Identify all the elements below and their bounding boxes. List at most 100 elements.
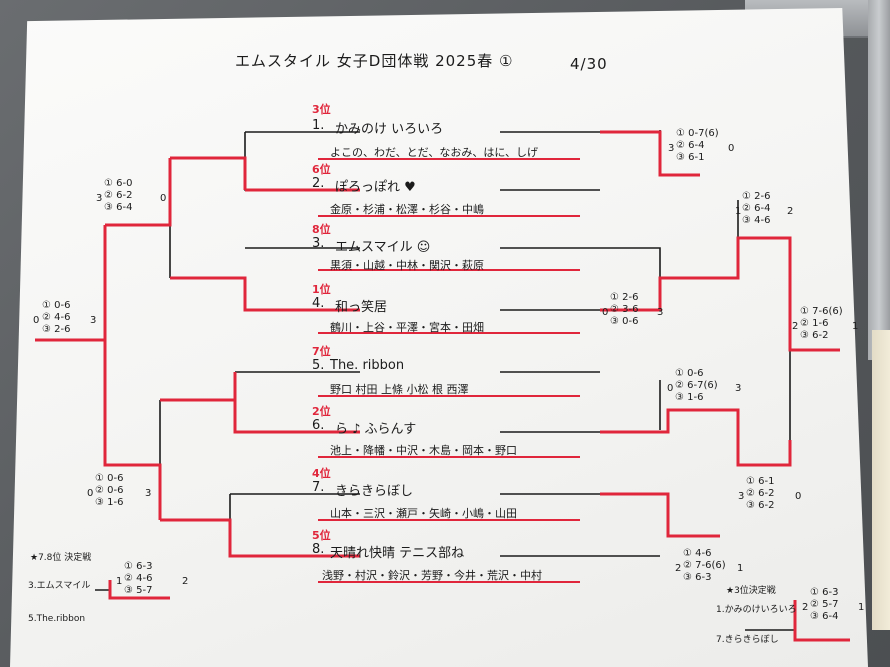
team7-members: 山本・三沢・瀬戸・矢崎・小嶋・山田 bbox=[330, 507, 517, 520]
team7-rank: 4位 bbox=[312, 467, 331, 480]
playoff78-left-pts: 1 bbox=[116, 576, 123, 587]
playoff34-set1: ① 6-3 bbox=[810, 587, 839, 598]
team4-members: 鶴川・上谷・平澤・宮本・田畑 bbox=[330, 321, 484, 334]
match9-left-pts: 2 bbox=[675, 563, 682, 574]
team8-no: 8. bbox=[312, 542, 325, 557]
match10-set1: ① 6-1 bbox=[746, 476, 775, 487]
team6-no: 6. bbox=[312, 418, 325, 433]
playoff78-heading: ★7.8位 決定戦 bbox=[30, 553, 92, 563]
metal-frame-post bbox=[868, 0, 890, 360]
match8-right-pts: 3 bbox=[145, 488, 152, 499]
team1-name: かみのけ いろいろ bbox=[335, 122, 444, 137]
match5-left-pts: 1 bbox=[735, 206, 742, 217]
match4-set3: ③ 2-6 bbox=[42, 324, 71, 335]
match6-set1: ① 0-6 bbox=[675, 368, 704, 379]
match8-left-pts: 0 bbox=[87, 488, 94, 499]
playoff78-right-pts: 2 bbox=[182, 576, 189, 587]
playoff78-top-team: 3.エムスマイル bbox=[28, 581, 91, 591]
team7-name: きらきらぼし bbox=[335, 484, 414, 499]
playoff34-heading: ★3位決定戦 bbox=[726, 586, 776, 596]
team6-rank: 2位 bbox=[312, 405, 331, 418]
bracket-paper-sheet bbox=[10, 8, 868, 667]
date-label: 4/30 bbox=[570, 55, 608, 73]
team6-members: 池上・降幡・中沢・木島・岡本・野口 bbox=[330, 444, 517, 457]
team7-no: 7. bbox=[312, 480, 325, 495]
team1-no: 1. bbox=[312, 118, 325, 133]
match4-set1: ① 0-6 bbox=[42, 300, 71, 311]
match10-set2: ② 6-2 bbox=[746, 488, 775, 499]
match9-set3: ③ 6-3 bbox=[683, 572, 712, 583]
match5-set3: ③ 4-6 bbox=[742, 215, 771, 226]
match2-set1: ① 6-0 bbox=[104, 178, 133, 189]
hl-3rd bbox=[793, 600, 850, 642]
hl-team4-r1 bbox=[170, 276, 360, 312]
playoff34-set3: ③ 6-4 bbox=[810, 611, 839, 622]
member-underlines bbox=[318, 158, 580, 583]
match7-right-pts: 1 bbox=[852, 321, 859, 332]
match6-right-pts: 3 bbox=[735, 383, 742, 394]
playoff34-right-pts: 1 bbox=[858, 602, 865, 613]
match4-right-pts: 3 bbox=[90, 315, 97, 326]
match5-set1: ① 2-6 bbox=[742, 191, 771, 202]
match3-set3: ③ 0-6 bbox=[610, 316, 639, 327]
team2-no: 2. bbox=[312, 176, 325, 191]
match2-set2: ② 6-2 bbox=[104, 190, 133, 201]
match5-right-pts: 2 bbox=[787, 206, 794, 217]
page-title: エムスタイル 女子D団体戦 2025春 ① bbox=[235, 52, 514, 70]
match6-set2: ② 6-7(6) bbox=[675, 380, 718, 391]
match2-set3: ③ 6-4 bbox=[104, 202, 133, 213]
match1-set2: ② 6-4 bbox=[676, 140, 705, 151]
match3-left-pts: 0 bbox=[602, 307, 609, 318]
team3-no: 3. bbox=[312, 236, 325, 251]
hl-team2-r1 bbox=[170, 156, 360, 192]
hl-right-7 bbox=[600, 492, 720, 538]
match3-set1: ① 2-6 bbox=[610, 292, 639, 303]
side-object bbox=[872, 330, 890, 630]
team8-rank: 5位 bbox=[312, 529, 331, 542]
playoff34-bottom-team: 7.きらきらぼし bbox=[716, 635, 779, 645]
team8-name: 天晴れ快晴 テニス部ね bbox=[330, 546, 465, 561]
hl-right-4 bbox=[600, 236, 840, 352]
hl-team6-r1 bbox=[233, 400, 360, 434]
match4-left-pts: 0 bbox=[33, 315, 40, 326]
team6-name: ら ♪ ふらんす bbox=[335, 422, 417, 437]
bracket-winner-highlights bbox=[35, 130, 850, 642]
match9-right-pts: 1 bbox=[737, 563, 744, 574]
team1-rank: 3位 bbox=[312, 103, 331, 116]
match3-set2: ② 3-6 bbox=[610, 304, 639, 315]
team5-name: The. ribbon bbox=[330, 358, 405, 373]
match9-set1: ① 4-6 bbox=[683, 548, 712, 559]
team3-name: エムスマイル ☺ bbox=[335, 240, 431, 255]
match1-set3: ③ 6-1 bbox=[676, 152, 705, 163]
match7-set1: ① 7-6(6) bbox=[800, 306, 843, 317]
team5-members: 野口 村田 上條 小松 根 西澤 bbox=[330, 383, 469, 396]
match2-right-pts: 0 bbox=[160, 193, 167, 204]
line-right-3 bbox=[500, 247, 661, 278]
match8-set2: ② 0-6 bbox=[95, 485, 124, 496]
match3-right-pts: 3 bbox=[657, 307, 664, 318]
match4-set2: ② 4-6 bbox=[42, 312, 71, 323]
team4-no: 4. bbox=[312, 296, 325, 311]
match9-set2: ② 7-6(6) bbox=[683, 560, 726, 571]
match1-left-pts: 3 bbox=[668, 143, 675, 154]
hl-team8-r1 bbox=[160, 518, 360, 558]
match1-right-pts: 0 bbox=[728, 143, 735, 154]
team4-name: 和っ笑居 bbox=[335, 300, 388, 315]
playoff78-set1: ① 6-3 bbox=[124, 561, 153, 572]
team2-members: 金原・杉浦・松澤・杉谷・中嶋 bbox=[330, 203, 484, 216]
playoff34-top-team: 1.かみのけいろいろ bbox=[716, 605, 797, 615]
hl-7-8 bbox=[108, 580, 170, 600]
team8-members: 浅野・村沢・鈴沢・芳野・今井・荒沢・中村 bbox=[322, 569, 542, 582]
hl-team5 bbox=[160, 372, 237, 402]
match2-left-pts: 3 bbox=[96, 193, 103, 204]
playoff78-bottom-team: 5.The.ribbon bbox=[28, 614, 86, 624]
team5-rank: 7位 bbox=[312, 345, 331, 358]
